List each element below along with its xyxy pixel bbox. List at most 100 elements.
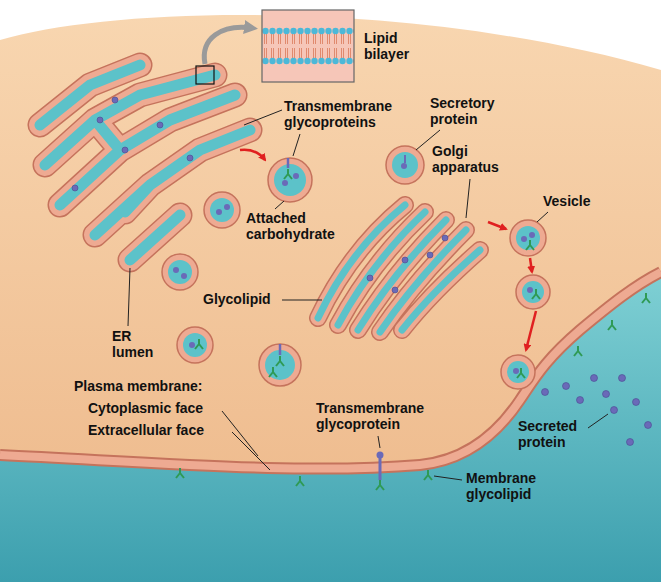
part-label: Secreted protein xyxy=(518,418,603,450)
part-label: Cytoplasmic face xyxy=(88,400,203,416)
art-rect xyxy=(196,66,214,84)
art-use xyxy=(269,367,277,377)
art-use xyxy=(526,240,534,250)
art-line xyxy=(279,344,282,355)
part-label: Membrane glycolipid xyxy=(466,470,566,502)
part-label: Transmembrane glycoproteins xyxy=(284,98,414,130)
art-circle xyxy=(627,439,634,446)
art-circle xyxy=(542,389,549,396)
art-path xyxy=(232,432,270,470)
art-circle xyxy=(367,275,373,281)
art-path xyxy=(434,476,462,480)
art-g xyxy=(268,158,312,202)
art-path xyxy=(588,414,608,428)
art-path xyxy=(275,201,284,209)
art-path xyxy=(537,212,548,222)
part-label: Secretory protein xyxy=(430,95,520,127)
part-label: Plasma membrane: xyxy=(74,378,202,394)
art-circle xyxy=(386,146,424,184)
art-circle xyxy=(187,155,193,161)
art-circle xyxy=(112,97,118,103)
art-line xyxy=(404,155,406,163)
part-label: Attached carbohydrate xyxy=(246,210,356,242)
art-rect xyxy=(262,10,354,82)
art-circle xyxy=(216,209,222,215)
art-path xyxy=(530,258,532,272)
art-circle xyxy=(603,391,610,398)
art-circle xyxy=(162,254,198,290)
art-circle xyxy=(122,147,128,153)
art-g xyxy=(177,327,213,363)
art-line xyxy=(379,456,382,480)
art-use xyxy=(517,368,525,378)
art-use xyxy=(176,468,184,478)
art-path xyxy=(293,134,300,156)
art-path xyxy=(378,436,380,448)
art-use xyxy=(40,65,250,260)
art-use xyxy=(296,476,304,486)
art-circle xyxy=(183,333,207,357)
art-circle xyxy=(189,342,195,348)
art-path xyxy=(128,268,130,326)
art-circle xyxy=(645,422,652,429)
art-circle xyxy=(157,122,163,128)
art-use xyxy=(574,346,582,356)
art-use xyxy=(608,320,616,330)
art-use xyxy=(195,339,203,349)
art-g xyxy=(204,192,240,228)
art-g xyxy=(510,220,546,256)
art-path xyxy=(222,411,258,456)
art-circle xyxy=(507,361,529,383)
art-line xyxy=(287,158,290,168)
art-circle xyxy=(591,375,598,382)
art-use xyxy=(276,356,284,366)
part-label: ER lumen xyxy=(112,328,164,360)
art-g xyxy=(516,275,550,309)
art-circle xyxy=(97,117,103,123)
art-circle xyxy=(177,327,213,363)
art-circle xyxy=(516,226,540,250)
art-circle xyxy=(72,185,78,191)
art-circle xyxy=(442,235,448,241)
transport-arrows xyxy=(240,150,536,350)
art-use xyxy=(40,65,250,260)
art-circle xyxy=(204,192,240,228)
art-circle xyxy=(513,368,519,374)
art-use xyxy=(318,205,480,332)
art-circle xyxy=(611,407,618,414)
part-label: Lipid bilayer xyxy=(364,30,439,62)
part-label: Glycolipid xyxy=(203,291,271,307)
art-use xyxy=(532,289,540,299)
art-use xyxy=(40,65,250,260)
lumen-proteins xyxy=(72,97,448,293)
golgi-apparatus xyxy=(318,205,480,332)
art-circle xyxy=(268,158,312,202)
art-circle xyxy=(401,163,407,169)
extracellular-fluid xyxy=(0,272,661,582)
art-g xyxy=(501,355,535,389)
art-circle xyxy=(392,287,398,293)
art-circle xyxy=(173,267,179,273)
art-circle xyxy=(224,204,230,210)
art-use xyxy=(284,169,292,179)
art-circle xyxy=(259,344,301,386)
art-circle xyxy=(521,236,527,242)
art-circle xyxy=(210,198,234,222)
art-use xyxy=(642,293,650,303)
art-path xyxy=(204,27,252,64)
art-circle xyxy=(619,375,626,382)
art-path xyxy=(282,300,322,301)
art-circle xyxy=(293,173,299,179)
art-circle xyxy=(516,275,550,309)
endoplasmic-reticulum xyxy=(40,65,250,260)
art-circle xyxy=(377,452,384,459)
art-circle xyxy=(402,257,408,263)
art-g xyxy=(162,254,198,290)
art-path xyxy=(240,150,265,160)
art-circle xyxy=(633,399,640,406)
art-circle xyxy=(282,180,288,186)
art-use xyxy=(424,470,432,480)
art-path xyxy=(244,110,282,125)
part-label: Golgi apparatus xyxy=(432,143,517,175)
